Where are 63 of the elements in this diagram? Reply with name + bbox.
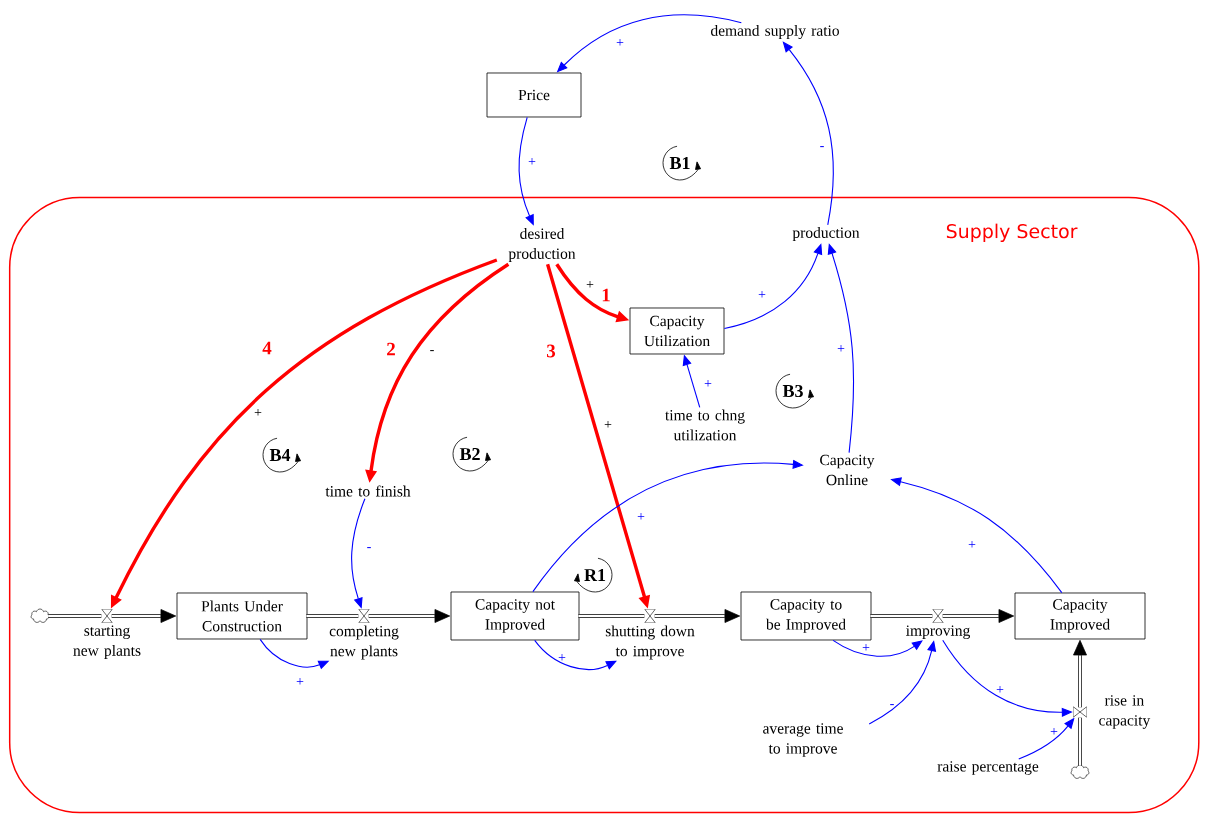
- stock-box: Capacity not Improved: [450, 591, 580, 641]
- callout-number: 3: [547, 344, 556, 358]
- stock-box: Capacity to be Improved: [740, 591, 872, 641]
- polarity-sign: -: [890, 704, 894, 706]
- arrow: [534, 639, 617, 670]
- polarity-sign: +: [1050, 728, 1058, 735]
- flow-pipe: [368, 609, 451, 623]
- flow-valve: shutting down to improve: [605, 609, 695, 660]
- flow-pipe: [48, 614, 102, 618]
- node-label: completing new plants: [329, 625, 399, 660]
- variable-label: time to chng utilization: [665, 409, 745, 441]
- polarity-sign: +: [704, 380, 712, 387]
- flow-pipe: [1073, 639, 1087, 708]
- arrow: [782, 41, 834, 226]
- node-label: rise in capacity: [1099, 695, 1151, 729]
- stock-box: Price: [486, 72, 582, 118]
- flow-pipe: [654, 609, 741, 623]
- flow-pipe: [1078, 717, 1082, 766]
- variable-label: desired production: [508, 227, 576, 262]
- polarity-sign: +: [528, 158, 536, 165]
- stock-box: Capacity Improved: [1014, 592, 1146, 640]
- variable-label: Capacity Online: [820, 454, 875, 486]
- flow-valve: rise in capacity: [1073, 695, 1151, 729]
- flow-pipe: [942, 609, 1015, 623]
- polarity-sign: +: [837, 345, 845, 352]
- variable-label: raise percentage: [937, 761, 1039, 775]
- flow-valve: improving: [906, 609, 970, 639]
- polarity-sign: +: [586, 281, 594, 288]
- arrow: [832, 639, 923, 657]
- callout-number: 2: [387, 342, 395, 356]
- polarity-sign: -: [367, 547, 371, 549]
- cloud-symbol: [1070, 764, 1090, 779]
- polarity-sign: +: [996, 686, 1004, 693]
- flow-pipe: [306, 614, 359, 618]
- sector-title: Supply Sector: [946, 223, 1078, 242]
- polarity-sign: -: [820, 146, 824, 148]
- polarity-sign: +: [968, 541, 976, 548]
- polarity-sign: +: [558, 654, 566, 661]
- callout-number: 4: [262, 341, 272, 355]
- cloud-symbol: [30, 608, 50, 623]
- polarity-sign: +: [758, 291, 766, 298]
- polarity-sign: +: [637, 513, 645, 520]
- node-label: improving: [906, 625, 970, 639]
- node-label: shutting down to improve: [605, 625, 695, 660]
- polarity-sign: +: [254, 409, 262, 416]
- callout-number: 1: [602, 288, 610, 302]
- polarity-sign: +: [862, 644, 870, 651]
- flow-valve: starting new plants: [73, 609, 141, 659]
- flow-pipe: [111, 609, 177, 623]
- polarity-sign: +: [616, 39, 624, 46]
- node-label: starting new plants: [73, 625, 141, 659]
- flow-pipe: [578, 614, 645, 618]
- variable-label: average time to improve: [763, 723, 843, 757]
- polarity-sign: +: [296, 678, 304, 685]
- stock-box: Plants Under Construction: [176, 592, 308, 640]
- flow-valve: completing new plants: [329, 609, 399, 660]
- polarity-sign: +: [604, 421, 612, 428]
- variable-label: production: [792, 226, 860, 241]
- stock-box: Capacity Utilization: [629, 307, 725, 355]
- variable-label: demand supply ratio: [711, 24, 839, 40]
- variable-label: time to finish: [325, 485, 411, 497]
- polarity-sign: -: [430, 350, 434, 352]
- flow-pipe: [870, 614, 933, 618]
